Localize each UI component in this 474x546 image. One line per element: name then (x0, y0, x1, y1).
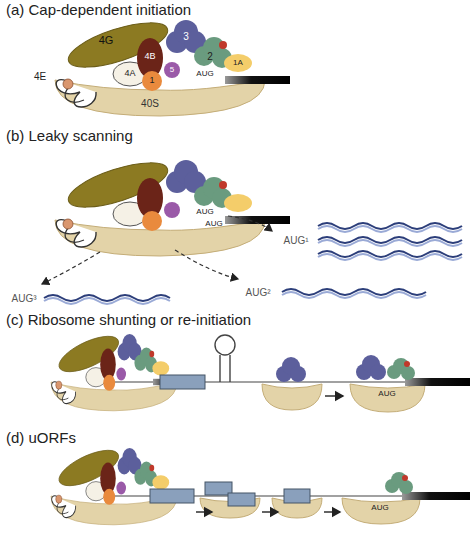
factor-label: 4G (99, 34, 114, 46)
uorf-box (284, 489, 310, 503)
codon-label: AUG (196, 208, 213, 217)
dashed-arrow (42, 252, 100, 284)
codon-label: AUG (196, 70, 213, 79)
factor-label: 1A (233, 59, 243, 68)
initiation-complex (51, 443, 192, 525)
panel-title: (c) Ribosome shunting or re-initiation (6, 312, 251, 329)
factor-label: 2 (207, 51, 213, 62)
panel-title: (a) Cap-dependent initiation (6, 2, 191, 19)
factor-label: 1 (149, 76, 154, 86)
hairpin-loop (215, 335, 235, 355)
uorf-box (150, 489, 194, 503)
codon-label: AUG (378, 390, 395, 399)
uorf-box (228, 493, 255, 506)
factor-label: 4A (124, 69, 135, 79)
codon-label: AUG² (246, 287, 271, 298)
factor-label: 3 (183, 31, 189, 42)
dashed-arrow (175, 250, 238, 279)
initiation-complex (55, 14, 290, 116)
mrna-waves (44, 223, 462, 304)
panel-title: (d) uORFs (6, 430, 76, 447)
panel-title: (b) Leaky scanning (6, 128, 133, 145)
codon-label: AUG¹ (284, 235, 309, 246)
codon-label: AUG (205, 220, 222, 229)
subunit-label: 40S (141, 98, 159, 109)
codon-label: AUG (371, 504, 388, 513)
initiation-complex (55, 154, 290, 256)
orf-box (160, 375, 205, 389)
dashed-arrow (228, 216, 272, 231)
factor-label: 5 (170, 66, 174, 75)
initiation-complex (51, 329, 192, 411)
codon-label: AUG³ (12, 293, 37, 304)
factor-label: 4E (34, 71, 46, 82)
factor-label: 4B (144, 52, 155, 62)
